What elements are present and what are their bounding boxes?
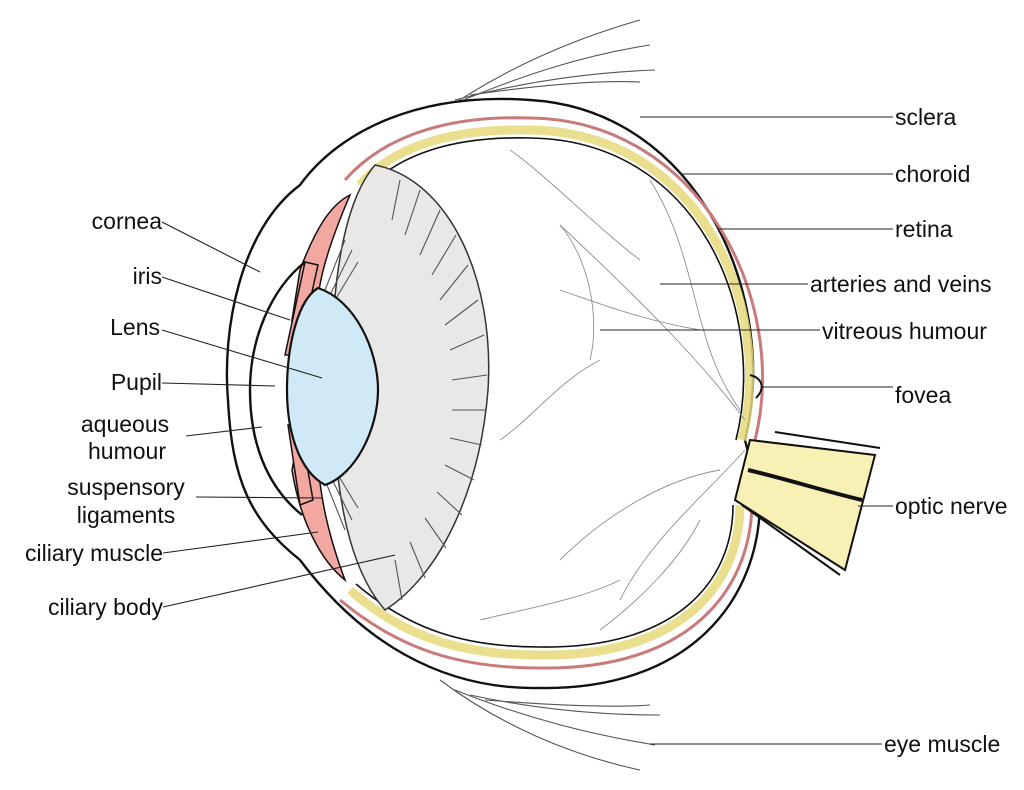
leader-lines [161,116,893,745]
label-vitreous-humour: vitreous humour [822,318,987,344]
label-iris: iris [133,263,162,289]
choroid [339,116,764,670]
eye-muscle-lower [439,679,661,771]
label-aqueous-humour-line2: humour [88,438,166,464]
label-ciliary-muscle: ciliary muscle [25,540,163,566]
label-arteries-and-veins: arteries and veins [810,271,992,297]
label-suspensory-ligaments-line1: suspensory [67,474,185,500]
label-fovea: fovea [895,382,951,408]
label-optic-nerve: optic nerve [895,493,1008,519]
label-eye-muscle: eye muscle [884,731,1000,757]
fovea [749,374,763,399]
lens [285,286,380,487]
retina [347,125,754,660]
label-cornea: cornea [92,208,163,234]
label-choroid: choroid [895,161,970,187]
cornea [248,261,306,516]
label-aqueous-humour-line1: aqueous [81,411,169,437]
label-pupil: Pupil [111,369,162,395]
suspensory-ligaments [324,239,359,531]
ciliary-folds [391,179,488,601]
label-suspensory-ligaments-line2: ligaments [77,502,175,528]
arteries-and-veins [479,149,746,631]
label-sclera: sclera [895,104,957,130]
optic-nerve [733,431,881,576]
label-retina: retina [895,216,953,242]
label-ciliary-body: ciliary body [48,594,164,620]
label-lens: Lens [110,314,160,340]
